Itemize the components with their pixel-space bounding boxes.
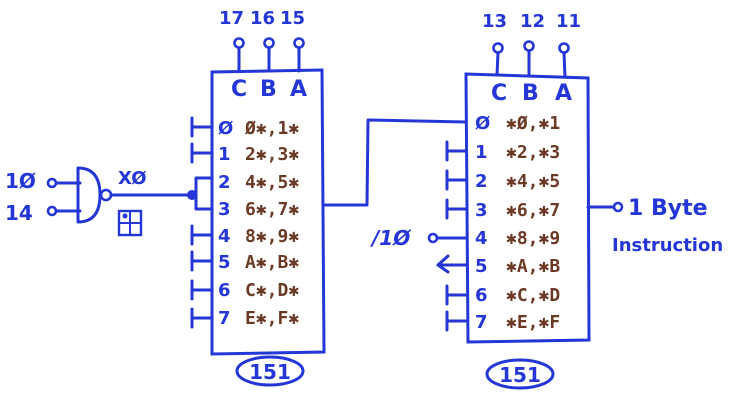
mux1-ground-ties — [190, 116, 214, 329]
mux2-part-badge — [485, 358, 555, 390]
mux1-row-value: 4✱,5✱ — [245, 172, 299, 193]
mux2-select-label-c: C — [491, 81, 507, 106]
gate-output-label: XØ — [118, 168, 147, 189]
mux2-row-value: ✱C,✱D — [506, 285, 560, 306]
mux2-row-value: ✱Ø,✱1 — [506, 113, 560, 134]
mux2-input-label: 2 — [475, 171, 488, 192]
mux1-row-value: Ø✱,1✱ — [244, 118, 299, 139]
mux2-input-label: 4 — [475, 228, 488, 249]
mux2-body — [464, 72, 591, 344]
nand-gate-icon — [76, 166, 102, 224]
gate-input-2-label: 14 — [5, 201, 33, 225]
mux2-row-value: ✱4,✱5 — [506, 171, 560, 192]
mux1-row-value: C✱,D✱ — [245, 280, 299, 301]
mux1-to-mux2-wire — [321, 118, 468, 207]
mux2-part-label: 151 — [499, 363, 541, 387]
output-label-line1: 1 Byte — [628, 196, 708, 221]
mux1-select-pin-a: 15 — [280, 8, 305, 29]
gate-input-1-label: 1Ø — [5, 169, 36, 193]
mux2-input-label: 3 — [475, 200, 488, 221]
mux1: 17 16 15 C B A Ø Ø✱,1✱ 1 2✱,3✱ 2 4✱,5✱ 3… — [190, 8, 326, 387]
mux2-input-label: 7 — [475, 312, 488, 333]
mux2: 13 12 11 C B A /1Ø Ø ✱Ø,✱1 1 ✱2,✱3 2 ✱4,… — [370, 11, 723, 390]
mux1-select-label-a: A — [290, 77, 307, 102]
mux1-input-label: 2 — [218, 172, 231, 193]
mux1-part-label: 151 — [249, 360, 291, 384]
nand-gate-section: 1Ø 14 XØ — [5, 166, 197, 237]
mux1-select-label-b: B — [260, 77, 277, 102]
mux2-row-value: ✱A,✱B — [506, 256, 560, 277]
mux2-row-value: ✱8,✱9 — [506, 228, 560, 249]
mux1-input-label: 1 — [218, 144, 231, 165]
mux1-input-label: 6 — [218, 280, 231, 301]
mux2-row-value: ✱E,✱F — [506, 312, 560, 333]
mux1-input-2-3-tie — [194, 176, 214, 211]
mux1-part-badge — [235, 355, 305, 387]
mux2-select-pins: 13 12 11 C B A — [482, 11, 581, 106]
mux2-input-label: 6 — [475, 285, 488, 306]
mux2-rows: Ø ✱Ø,✱1 1 ✱2,✱3 2 ✱4,✱5 3 ✱6,✱7 4 ✱8,✱9 … — [475, 113, 560, 333]
output-label-line2: Instruction — [612, 235, 723, 256]
mux2-input-label: 1 — [475, 142, 488, 163]
mux2-input4-signal-label: /1Ø — [370, 226, 411, 250]
mux1-input-label: 3 — [218, 199, 231, 220]
mux1-select-pins: 17 16 15 C B A — [219, 8, 307, 102]
pullup-arrow-icon — [436, 254, 468, 274]
mux2-select-pin-c: 13 — [482, 11, 507, 32]
gate-input-wires — [54, 181, 82, 213]
mux2-row-value: ✱6,✱7 — [506, 200, 560, 221]
mux1-select-label-c: C — [231, 77, 247, 102]
mux1-row-value: E✱,F✱ — [245, 308, 299, 329]
mux1-row-value: A✱,B✱ — [245, 252, 299, 273]
mux1-input-label: Ø — [218, 118, 233, 139]
mux2-select-label-a: A — [555, 81, 572, 106]
mux1-input-label: 7 — [218, 308, 231, 329]
mux1-select-pin-c: 17 — [219, 8, 244, 29]
mux2-select-pin-a: 11 — [556, 11, 581, 32]
mux1-input-label: 4 — [218, 226, 231, 247]
mux1-row-value: 2✱,3✱ — [245, 144, 299, 165]
mux2-select-label-b: B — [522, 81, 539, 106]
mux2-output-pin — [612, 201, 624, 213]
mux2-ground-ties — [445, 140, 468, 332]
quad-gate-chip-icon — [117, 209, 143, 237]
mux2-input-label: Ø — [475, 113, 490, 134]
mux1-input-label: 5 — [218, 252, 231, 273]
mux2-row-value: ✱2,✱3 — [506, 142, 560, 163]
mux1-row-value: 8✱,9✱ — [245, 226, 299, 247]
mux2-input-label: 5 — [475, 256, 488, 277]
mux1-row-value: 6✱,7✱ — [245, 199, 299, 220]
mux1-rows: Ø Ø✱,1✱ 1 2✱,3✱ 2 4✱,5✱ 3 6✱,7✱ 4 8✱,9✱ … — [218, 118, 299, 329]
mux2-select-pin-b: 12 — [520, 11, 545, 32]
mux1-select-pin-b: 16 — [250, 8, 275, 29]
